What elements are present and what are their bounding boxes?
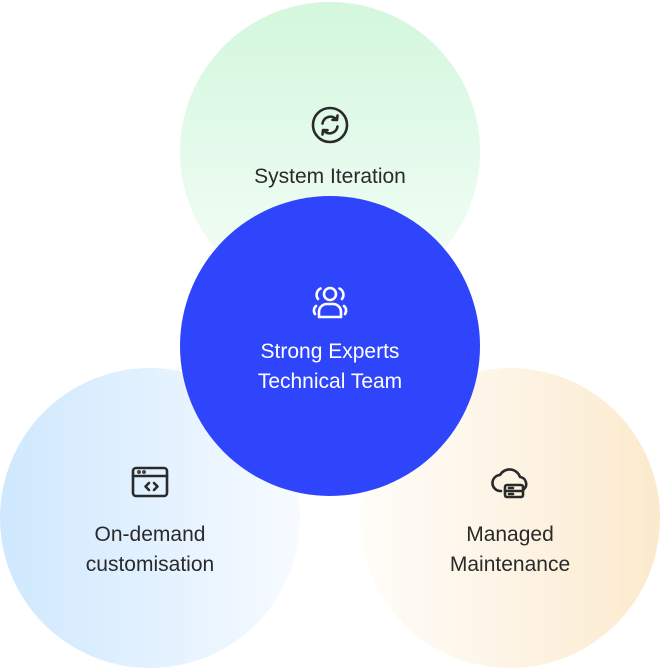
cloud-server-icon — [491, 468, 528, 499]
node-strong-experts-technical-team: Strong Experts Technical Team — [180, 196, 480, 496]
node-label-strong-experts-technical-team: Strong Experts Technical Team — [257, 340, 403, 393]
team-icon — [312, 286, 348, 319]
node-label-system-iteration: System Iteration — [254, 165, 406, 188]
refresh-icon — [311, 106, 349, 144]
code-window-icon — [131, 466, 169, 498]
node-label-on-demand-customisation: On-demand customisation — [85, 523, 215, 576]
node-label-managed-maintenance: Managed Maintenance — [449, 523, 571, 576]
